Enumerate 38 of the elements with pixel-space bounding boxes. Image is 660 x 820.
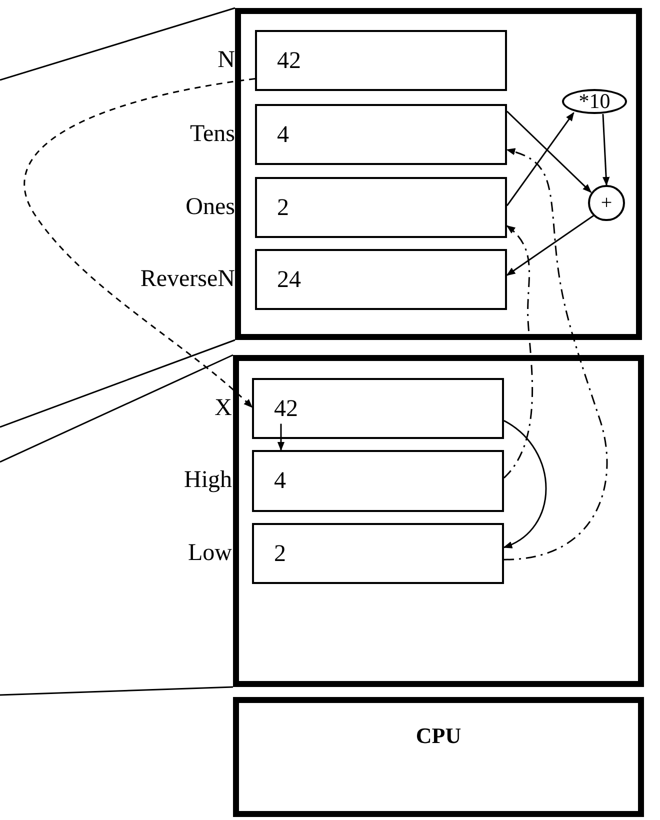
variable-label: X: [214, 396, 232, 420]
variable-label: Tens: [189, 122, 235, 146]
variable-label: High: [183, 468, 232, 492]
variable-label: Ones: [184, 194, 235, 218]
zoom-line: [0, 339, 236, 428]
cell-value: 2: [277, 194, 289, 222]
arrow: [506, 110, 592, 193]
memory-cell: [255, 30, 507, 91]
zoom-line: [0, 7, 236, 81]
cpu-label: CPU: [416, 722, 462, 750]
multiply-ellipse: [562, 89, 627, 114]
variable-label: Low: [187, 540, 232, 564]
variable-label: N: [216, 48, 235, 72]
arrow: [602, 114, 610, 186]
operator-label: +: [600, 193, 612, 213]
arrow: [277, 424, 285, 451]
zoom-line: [0, 354, 234, 463]
arrow: [503, 225, 533, 478]
cell-value: 24: [277, 266, 301, 294]
cell-value: 4: [274, 467, 286, 496]
cell-value: 2: [274, 540, 286, 568]
zoom-line: [0, 686, 234, 696]
memory-cell: [252, 378, 504, 439]
memory-cell: [252, 450, 504, 512]
operator-label: *10: [578, 91, 610, 112]
memory-cell: [252, 523, 504, 584]
variable-label: ReverseN: [139, 266, 235, 290]
cell-value: 42: [277, 46, 301, 76]
cell-value: 4: [277, 120, 289, 150]
arrow: [506, 214, 594, 276]
memory-cell: [255, 104, 507, 165]
arrow: [504, 148, 608, 560]
arrow: [506, 112, 574, 206]
cpu-box: [233, 697, 644, 817]
memory-cell: [255, 249, 507, 310]
memory-cell: [255, 177, 507, 238]
cell-value: 42: [274, 394, 298, 424]
arrow: [503, 420, 547, 548]
